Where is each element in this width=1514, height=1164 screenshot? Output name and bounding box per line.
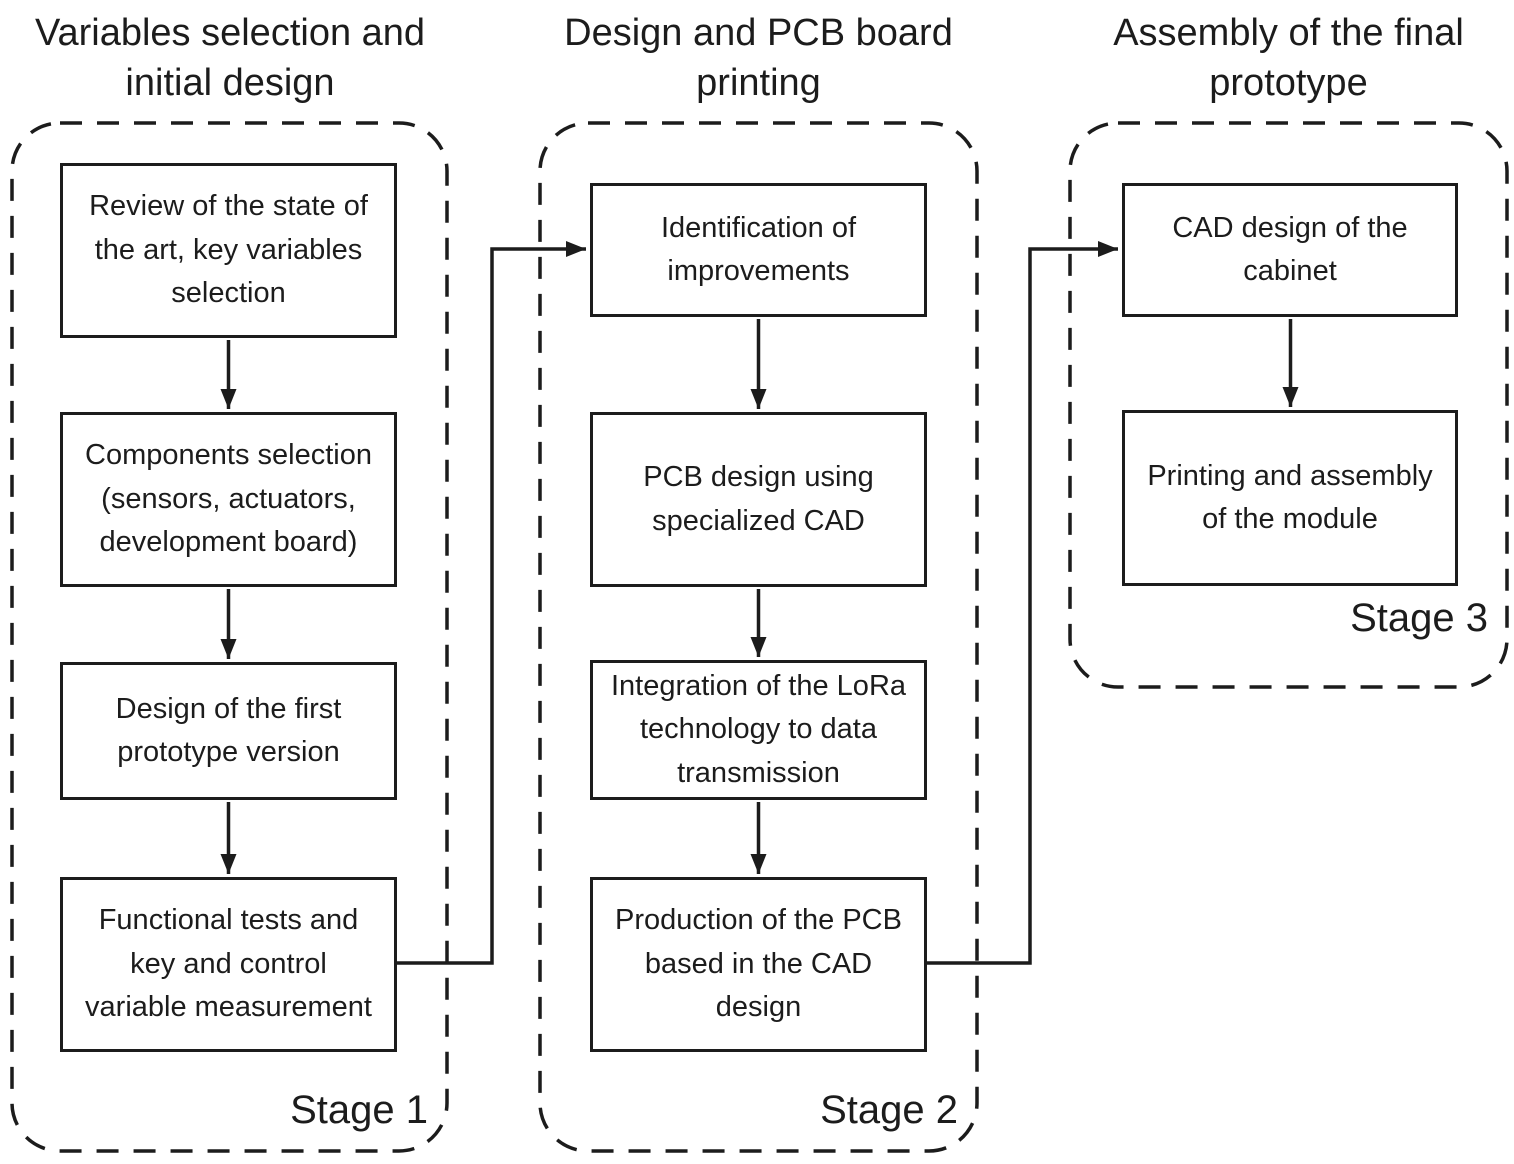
box-pcb-production: Production of the PCB based in the CAD d… — [590, 877, 927, 1052]
box-cad-cabinet-design: CAD design of the cabinet — [1122, 183, 1458, 317]
box-lora-integration: Integration of the LoRa technology to da… — [590, 660, 927, 800]
box-printing-assembly: Printing and assembly of the module — [1122, 410, 1458, 586]
connector-stage1-to-stage2 — [397, 241, 586, 965]
box-functional-tests: Functional tests and key and control var… — [60, 877, 397, 1052]
box-components-selection: Components selection (sensors, actuators… — [60, 412, 397, 587]
stage-1-label: Stage 1 — [290, 1088, 428, 1132]
box-review-state-of-the-art: Review of the state of the art, key vari… — [60, 163, 397, 338]
stage-2-label: Stage 2 — [820, 1088, 958, 1132]
connector-stage2-to-stage3 — [927, 241, 1118, 965]
stage-3-label: Stage 3 — [1350, 596, 1488, 640]
box-first-prototype-design: Design of the first prototype version — [60, 662, 397, 800]
stage-1-title: Variables selection and initial design — [34, 12, 426, 105]
stage-3-title: Assembly of the final prototype — [1113, 12, 1464, 105]
stage-2-title: Design and PCB board printing — [564, 12, 953, 105]
box-pcb-design-cad: PCB design using specialized CAD — [590, 412, 927, 587]
box-identification-improvements: Identification of improvements — [590, 183, 927, 317]
